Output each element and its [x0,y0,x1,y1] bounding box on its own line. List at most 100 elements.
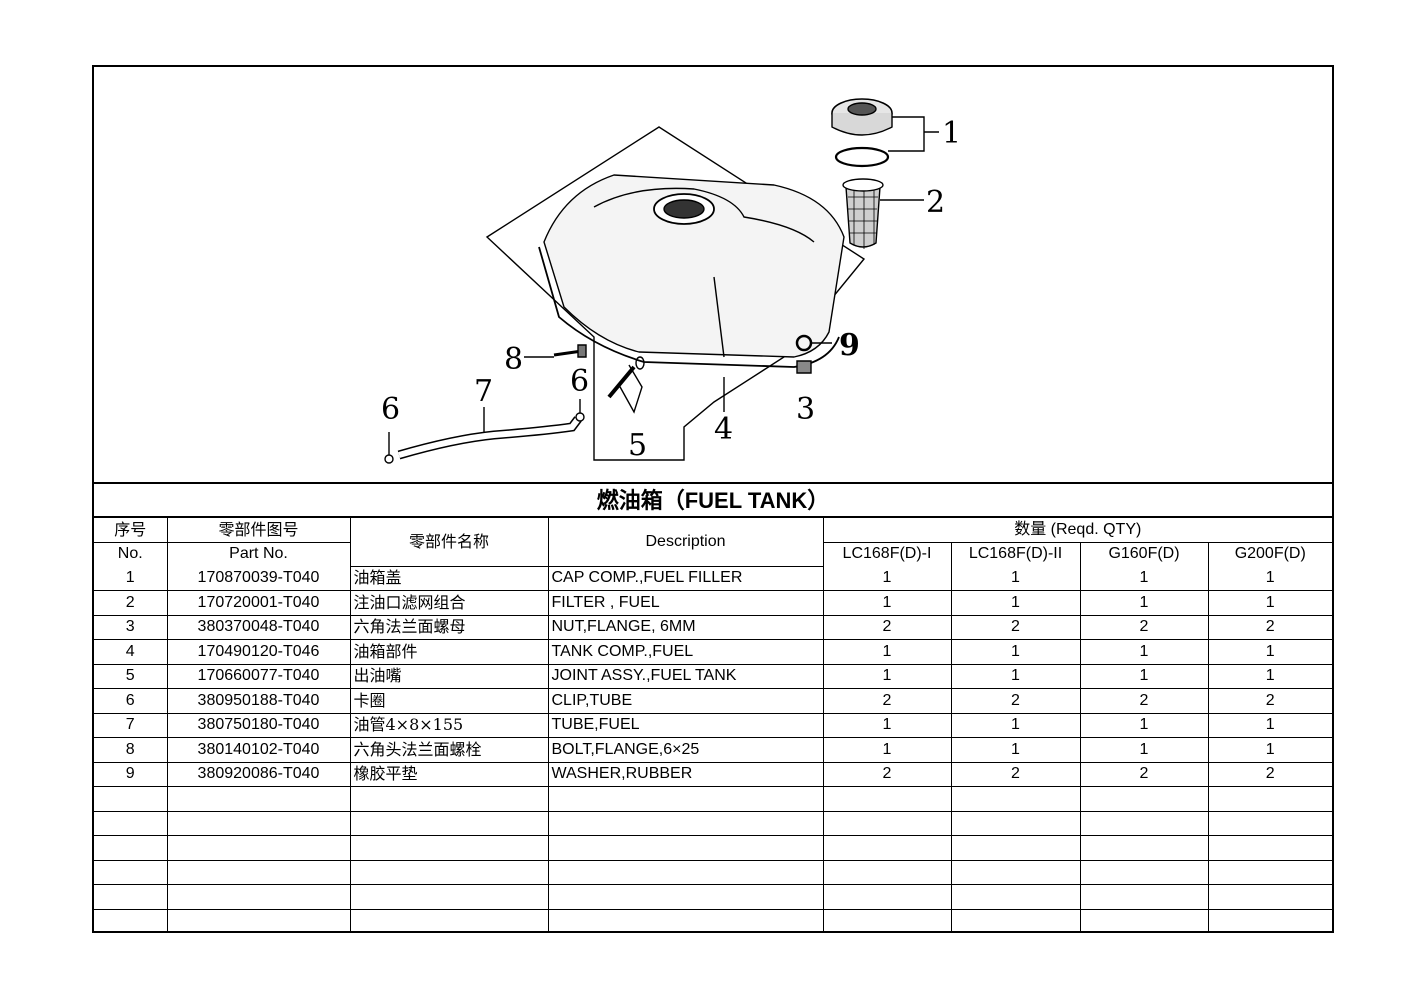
empty-cell [950,908,1081,933]
cell-part-no: 380920086-T040 [166,761,351,787]
cell-qty-g200f: 2 [1207,688,1333,714]
cell-no: 9 [94,761,168,787]
header-description: Description [547,518,824,567]
cell-qty-lc168f-ii: 1 [950,590,1081,616]
empty-row [94,859,1333,885]
cell-qty-lc168f-ii: 1 [950,663,1081,689]
cell-name-cn: 橡胶平垫 [349,761,549,787]
cell-description: FILTER , FUEL [547,590,824,616]
cell-qty-lc168f-ii: 1 [950,639,1081,665]
empty-cell [547,908,824,933]
leader-5-bracket [618,364,643,414]
header-model-2: LC168F(D)-II [950,541,1081,566]
bolt-head [577,344,587,358]
tank-corner-line [713,276,725,358]
empty-cell [1079,859,1209,885]
callout-6-right: 6 [570,364,589,399]
empty-cell [1207,908,1333,933]
cell-qty-lc168f-ii: 1 [950,712,1081,738]
cell-description: TUBE,FUEL [547,712,824,738]
cell-qty-g160f: 1 [1079,639,1209,665]
cell-no: 6 [94,688,168,714]
cell-qty-lc168f-i: 2 [822,761,952,787]
cell-qty-g160f: 1 [1079,737,1209,763]
header-row-2: No. Part No. LC168F(D)-I LC168F(D)-II G1… [94,541,1333,566]
empty-cell [94,786,168,812]
cell-qty-g200f: 1 [1207,737,1333,763]
empty-row [94,786,1333,812]
cell-name-cn: 六角头法兰面螺栓 [349,737,549,763]
empty-cell [166,859,351,885]
empty-cell [1079,908,1209,933]
callout-2: 2 [926,185,945,220]
cell-name-cn: 注油口滤网组合 [349,590,549,616]
cell-description: TANK COMP.,FUEL [547,639,824,665]
cell-qty-lc168f-ii: 2 [950,761,1081,787]
empty-row [94,908,1333,933]
cell-qty-g200f: 1 [1207,639,1333,665]
empty-row [94,835,1333,861]
cell-no: 1 [94,566,168,591]
empty-cell [1079,786,1209,812]
cell-qty-lc168f-i: 1 [822,639,952,665]
empty-cell [94,835,168,861]
cell-qty-g200f: 2 [1207,761,1333,787]
header-model-1: LC168F(D)-I [822,541,952,566]
cell-no: 8 [94,737,168,763]
cell-qty-g160f: 2 [1079,688,1209,714]
cell-qty-lc168f-i: 1 [822,590,952,616]
fuel-tank-body [543,174,845,358]
callout-7: 7 [474,374,493,409]
header-name-cn: 零部件名称 [349,518,549,567]
empty-cell [822,810,952,836]
empty-cell [1207,786,1333,812]
empty-cell [547,810,824,836]
cell-no: 4 [94,639,168,665]
cell-no: 3 [94,614,168,640]
empty-cell [950,884,1081,910]
filler-opening [663,199,705,219]
cell-qty-lc168f-i: 1 [822,566,952,591]
cell-name-cn: 卡圈 [349,688,549,714]
cell-qty-lc168f-ii: 1 [950,566,1081,591]
empty-cell [950,859,1081,885]
empty-cell [349,810,549,836]
empty-cell [349,786,549,812]
callout-6-left: 6 [381,392,400,427]
cap-gasket [834,146,890,168]
empty-cell [94,859,168,885]
empty-cell [822,884,952,910]
cell-part-no: 170660077-T040 [166,663,351,689]
cell-part-no: 170490120-T046 [166,639,351,665]
empty-cell [166,786,351,812]
header-no-en: No. [94,541,168,566]
empty-cell [166,835,351,861]
cell-qty-g160f: 2 [1079,761,1209,787]
cell-name-cn: 油箱部件 [349,639,549,665]
cell-qty-lc168f-i: 2 [822,688,952,714]
tank-top-edge [593,187,815,243]
header-no-cn: 序号 [94,518,168,543]
cell-part-no: 170870039-T040 [166,566,351,591]
cell-description: CLIP,TUBE [547,688,824,714]
cell-qty-g200f: 1 [1207,712,1333,738]
header-row-1: 序号 零部件图号 零部件名称 Description 数量 (Reqd. QTY… [94,518,1333,567]
empty-cell [822,835,952,861]
cell-name-cn: 油箱盖 [349,566,549,591]
empty-cell [1207,884,1333,910]
callout-5: 5 [628,428,647,463]
cell-name-cn: 油管4×8×155 [349,712,549,738]
cell-part-no: 380140102-T040 [166,737,351,763]
empty-cell [94,908,168,933]
cell-description: CAP COMP.,FUEL FILLER [547,566,824,591]
header-partno-en: Part No. [166,541,351,566]
empty-cell [1079,810,1209,836]
parts-sheet: 1 2 3 4 5 6 7 8 9 6 燃油箱（FUEL TANK） 序号 零部… [92,65,1334,933]
parts-table: 序号 零部件图号 零部件名称 Description 数量 (Reqd. QTY… [94,518,1333,933]
cell-part-no: 380370048-T040 [166,614,351,640]
cell-qty-lc168f-ii: 1 [950,737,1081,763]
cell-part-no: 170720001-T040 [166,590,351,616]
callout-1: 1 [942,116,961,151]
